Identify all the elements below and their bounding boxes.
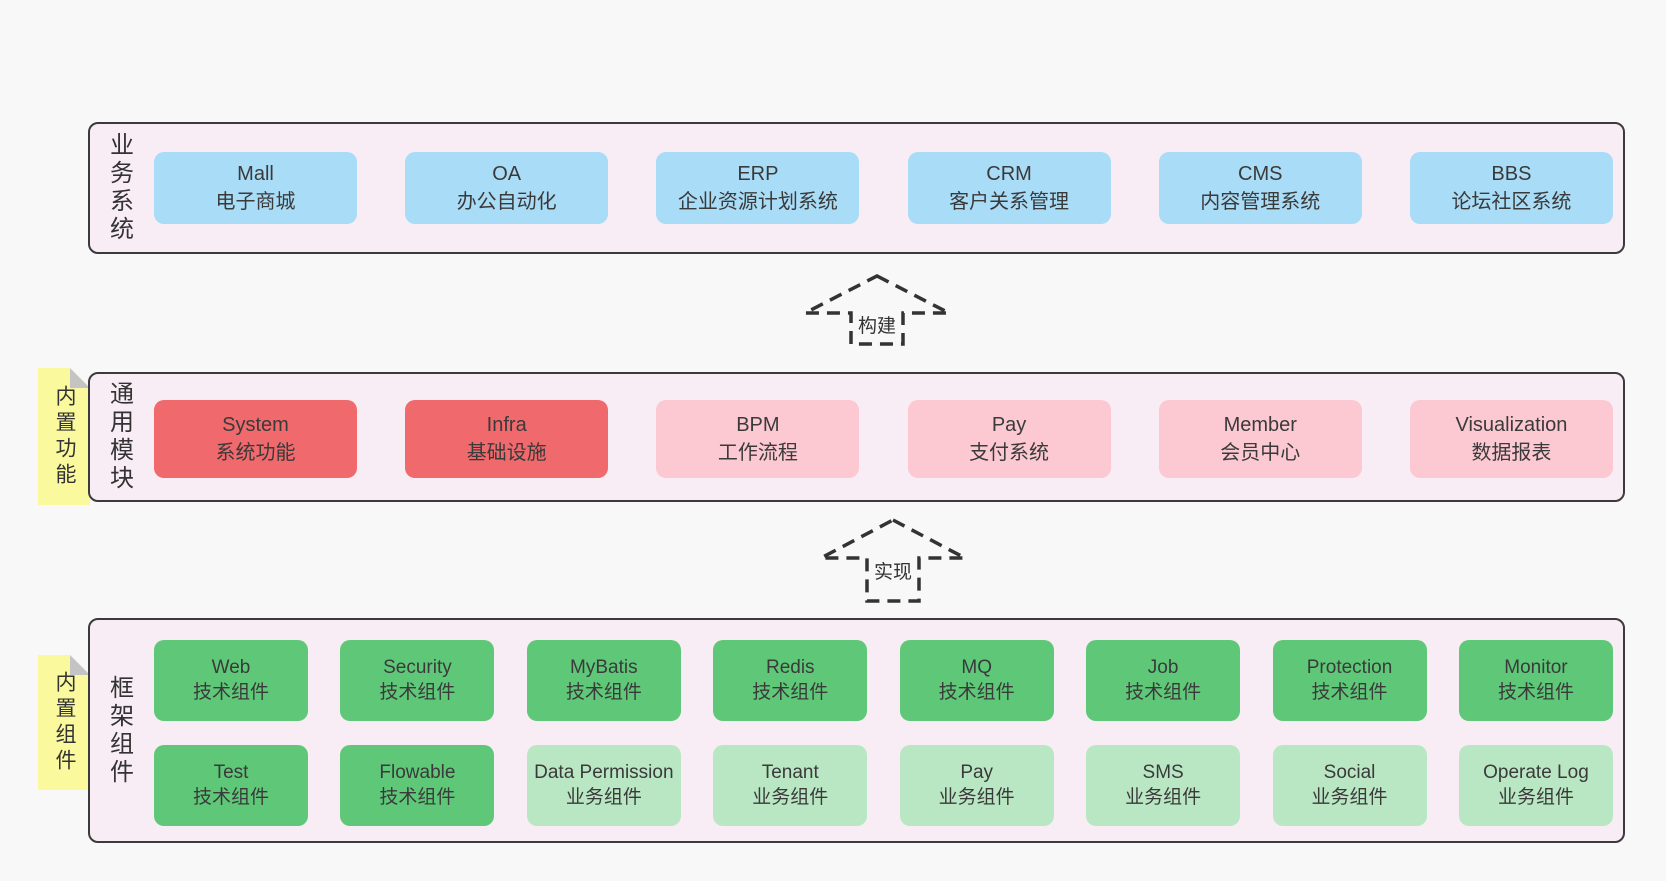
box-crm: CRM 客户关系管理 [907,152,1111,224]
build-arrow-icon [804,274,950,346]
box-social: Social 业务组件 [1272,745,1427,826]
framework-components-row-2: Test 技术组件 Flowable 技术组件 Data Permission … [154,745,1613,826]
sticky-note-built-in-components: 内置组件 [38,655,90,790]
box-security: Security 技术组件 [340,640,495,721]
layer-common-modules: 通用模块 System 系统功能 Infra 基础设施 BPM 工作流程 Pay… [88,372,1625,502]
layer-framework-components-label: 框架组件 [105,674,133,787]
box-bpm: BPM 工作流程 [656,400,860,478]
box-protection: Protection 技术组件 [1272,640,1427,721]
box-cms: CMS 内容管理系统 [1158,152,1362,224]
sticky-note-built-in-features: 内置功能 [38,368,90,505]
build-arrow-label: 构建 [852,310,902,339]
common-modules-row: System 系统功能 Infra 基础设施 BPM 工作流程 Pay 支付系统… [154,400,1613,478]
layer-business-systems: 业务系统 Mall 电子商城 OA 办公自动化 ERP 企业资源计划系统 CRM… [88,122,1625,254]
box-pay: Pay 支付系统 [907,400,1111,478]
note-fold-icon [70,655,90,675]
box-visualization: Visualization 数据报表 [1409,400,1613,478]
box-job: Job 技术组件 [1086,640,1241,721]
box-erp: ERP 企业资源计划系统 [656,152,860,224]
implement-arrow-icon [820,518,966,603]
note-fold-icon [70,368,90,388]
box-system: System 系统功能 [154,400,357,478]
box-member: Member 会员中心 [1158,400,1362,478]
box-web: Web 技术组件 [154,640,308,721]
box-sms: SMS 业务组件 [1086,745,1241,826]
box-operate-log: Operate Log 业务组件 [1458,745,1613,826]
framework-components-row-1: Web 技术组件 Security 技术组件 MyBatis 技术组件 Redi… [154,640,1613,721]
box-pay-biz: Pay 业务组件 [899,745,1054,826]
box-monitor: Monitor 技术组件 [1458,640,1613,721]
box-test: Test 技术组件 [154,745,308,826]
box-redis: Redis 技术组件 [713,640,868,721]
box-data-permission: Data Permission 业务组件 [526,745,681,826]
business-systems-row: Mall 电子商城 OA 办公自动化 ERP 企业资源计划系统 CRM 客户关系… [154,152,1613,224]
box-oa: OA 办公自动化 [405,152,609,224]
box-mall: Mall 电子商城 [154,152,357,224]
box-mq: MQ 技术组件 [899,640,1054,721]
box-flowable: Flowable 技术组件 [340,745,495,826]
layer-framework-components: 框架组件 Web 技术组件 Security 技术组件 MyBatis 技术组件… [88,618,1625,843]
implement-arrow-label: 实现 [868,556,918,585]
box-mybatis: MyBatis 技术组件 [526,640,681,721]
box-infra: Infra 基础设施 [405,400,609,478]
layer-business-systems-label: 业务系统 [105,132,133,244]
layer-common-modules-label: 通用模块 [105,381,133,493]
box-bbs: BBS 论坛社区系统 [1409,152,1613,224]
box-tenant: Tenant 业务组件 [713,745,868,826]
